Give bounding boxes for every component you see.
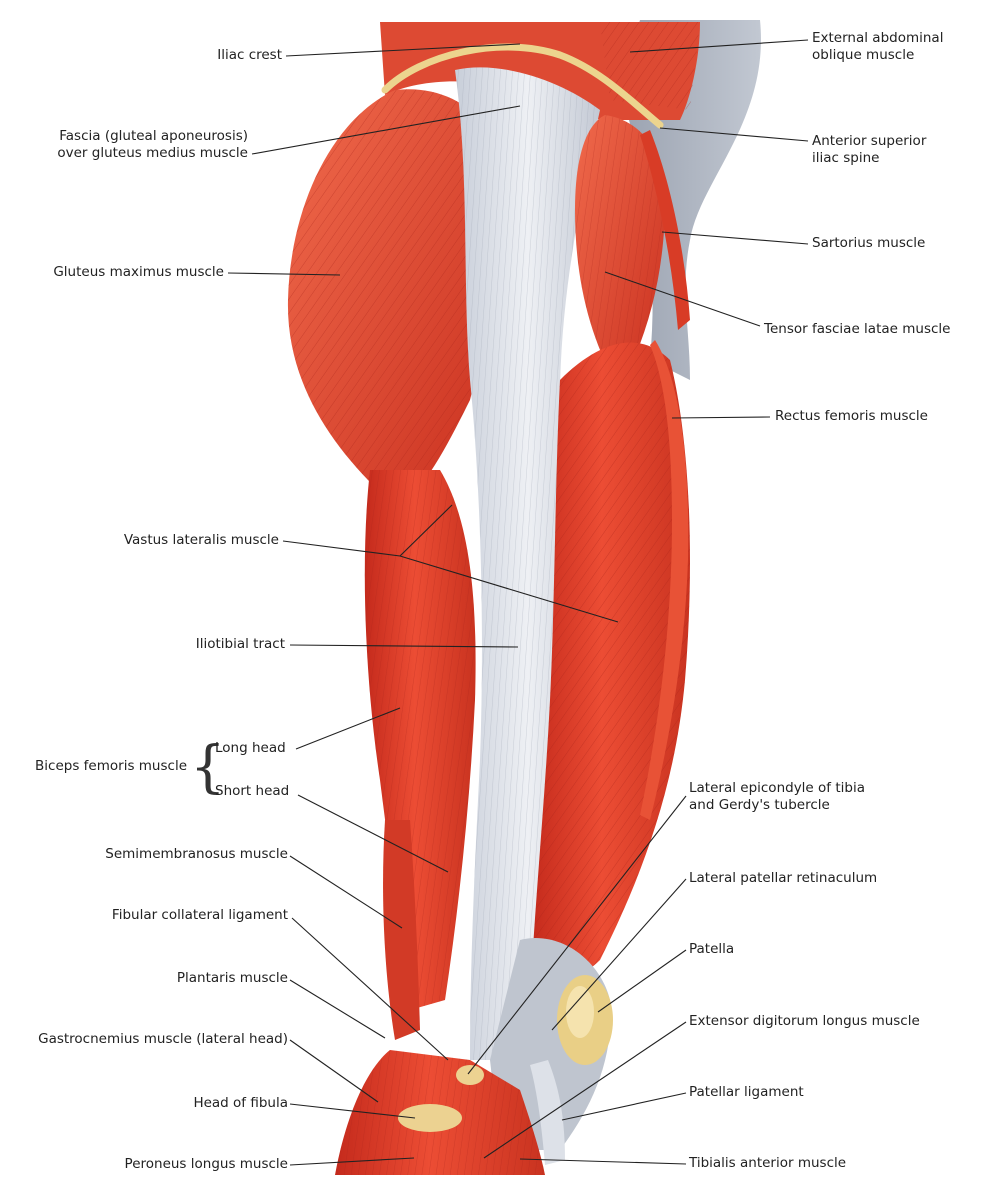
leader-extensor [483,1021,687,1159]
leader-fascia [251,105,521,155]
rectus-femoris-shape [640,340,689,820]
leader-short-head [297,794,449,873]
label-vastus-lateralis: Vastus lateralis muscle [123,532,279,548]
sartorius-shape [640,130,690,330]
label-semimembranosus: Semimembranosus muscle [105,846,288,862]
label-head-of-fibula: Head of fibula [193,1095,288,1111]
leader-head-of-fibula [289,1103,416,1119]
label-iliotibial: Iliotibial tract [195,636,285,652]
leader-iliotibial [289,644,519,648]
gerdy-tubercle-shape [456,1065,484,1085]
label-external-oblique: External abdominal oblique muscle [812,30,944,63]
leader-vastus-lateralis-2 [399,504,453,557]
label-asis: Anterior superior iliac spine [812,133,927,166]
label-lateral-patellar: Lateral patellar retinaculum [689,870,878,886]
leader-plantaris [289,979,386,1039]
leader-external-oblique [629,39,809,53]
semimembranosus-shape [383,820,420,1040]
label-extensor: Extensor digitorum longus muscle [689,1013,920,1029]
label-patellar-ligament: Patellar ligament [689,1084,804,1100]
leader-sartorius [661,231,809,245]
label-rectus: Rectus femoris muscle [775,408,928,424]
label-plantaris: Plantaris muscle [176,970,288,986]
leader-tibialis [519,1158,687,1165]
leader-peroneus [289,1157,415,1166]
curly-brace-icon: { [190,735,226,800]
leader-rectus [671,416,771,419]
tensor-fasciae-fibers [575,115,665,390]
label-gluteus-maximus: Gluteus maximus muscle [53,264,224,280]
label-fascia: Fascia (gluteal aponeurosis) over gluteu… [57,128,248,161]
leader-fibular-collateral [291,917,449,1061]
leader-semimembranosus [289,855,403,929]
leader-patellar-ligament [561,1092,687,1121]
label-lateral-epicondyle: Lateral epicondyle of tibia and Gerdy's … [689,780,865,813]
head-of-fibula-shape [398,1104,462,1132]
gluteus-maximus-fibers [287,89,500,510]
label-long-head: Long head [215,740,286,756]
label-peroneus: Peroneus longus muscle [124,1156,288,1172]
leader-iliac-crest [285,43,521,57]
label-iliac-crest: Iliac crest [217,47,282,63]
leader-patella [597,949,687,1013]
label-patella: Patella [689,941,735,957]
iliac-crest-shape [381,43,664,129]
leader-long-head [295,707,401,750]
patellar-ligament-shape [530,1060,565,1165]
biceps-femoris-fibers [364,470,476,1010]
leader-gluteus-maximus [227,272,341,276]
leader-lateral-epicondyle [467,795,687,1075]
patella-highlight [566,986,594,1038]
label-short-head: Short head [215,783,290,799]
label-biceps-femoris: Biceps femoris muscle [35,758,187,774]
external-oblique-fibers [600,22,700,110]
label-tibialis: Tibialis anterior muscle [689,1155,847,1171]
leader-gastrocnemius [289,1039,379,1103]
label-fibular-collateral: Fibular collateral ligament [111,907,288,923]
label-sartorius: Sartorius muscle [812,235,926,251]
iliotibial-tract-fibers [455,67,600,1061]
leader-asis [659,127,809,142]
leader-lateral-patellar [551,878,687,1031]
vastus-lateralis-fibers [530,342,690,1001]
leader-tensor [604,271,761,327]
label-gastrocnemius: Gastrocnemius muscle (lateral head) [38,1031,288,1047]
label-tensor: Tensor fasciae latae muscle [764,321,951,337]
